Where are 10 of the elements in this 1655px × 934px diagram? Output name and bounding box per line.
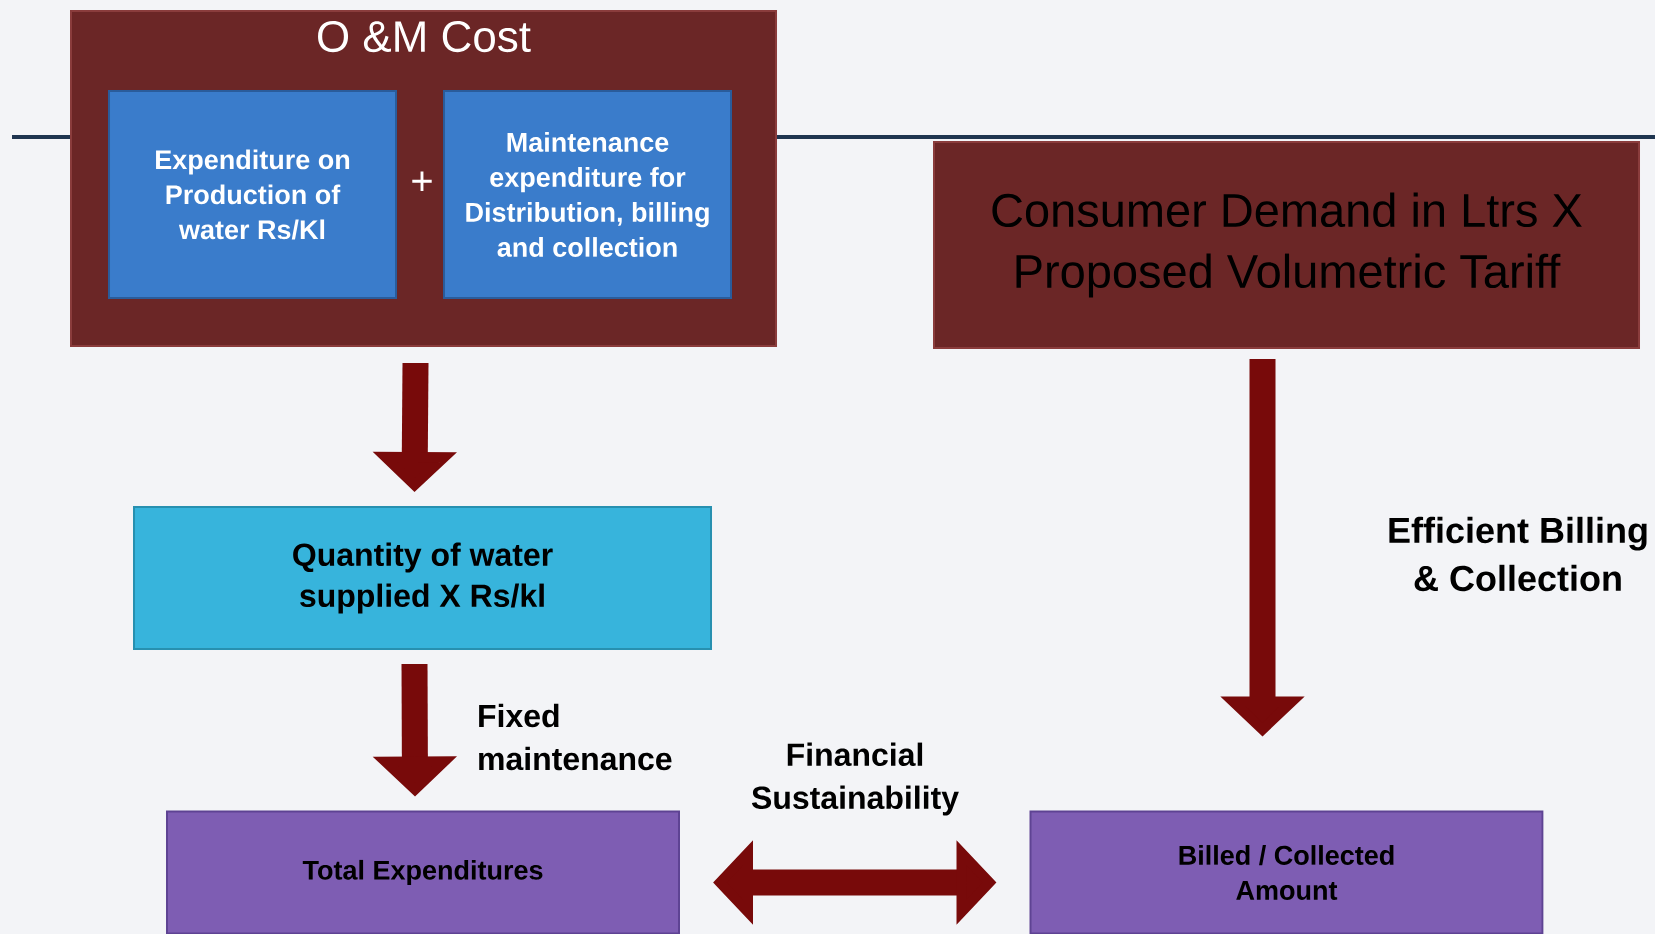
edge-label: Fixed maintenance <box>479 703 672 771</box>
edge-label: Financial Sustainability <box>751 742 959 816</box>
edge-label: Efficient Billing & Collection <box>1389 516 1647 592</box>
text-box: Total Expenditures <box>166 810 680 934</box>
plus-sign: + <box>412 171 432 192</box>
text-box: Maintenance expenditure for Distribution, billing and collection <box>443 90 732 299</box>
text-box: Expenditure on Production of water Rs/Kl <box>108 90 397 299</box>
text-box: Quantity of water supplied X Rs/kl <box>133 506 712 650</box>
text-box: Billed / Collected Amount <box>1029 810 1544 934</box>
text-box: Consumer Demand in Ltrs X Proposed Volumetric Tariff <box>933 141 1640 349</box>
